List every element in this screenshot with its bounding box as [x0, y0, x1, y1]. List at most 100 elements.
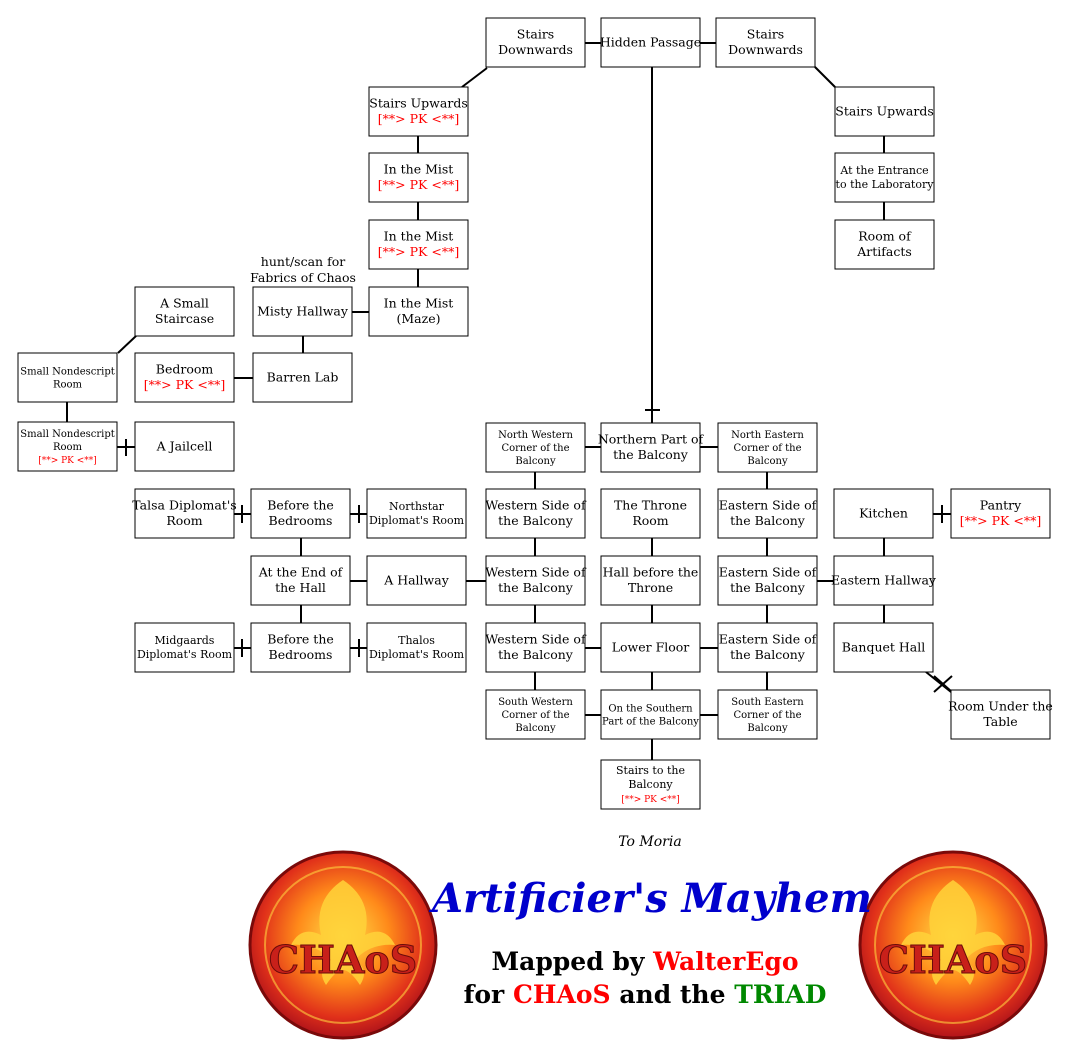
room-box — [134, 286, 235, 337]
room-label: In the Mist — [384, 229, 454, 244]
room-label: A Jailcell — [156, 438, 213, 453]
room-pantry: Pantry[**> PK <**] — [950, 488, 1051, 539]
pk-warning: [**> PK <**] — [144, 377, 225, 392]
room-label: the Balcony — [498, 580, 574, 595]
room-label: Midgaards — [155, 634, 215, 647]
room-box — [368, 152, 469, 203]
pk-warning: [**> PK <**] — [960, 513, 1041, 528]
room-label: Downwards — [728, 42, 803, 57]
room-label: In the Mist — [384, 162, 454, 177]
room-box — [600, 622, 701, 673]
room-label: Stairs to the — [616, 764, 685, 777]
room-box — [134, 421, 235, 472]
room-label: Room — [632, 513, 668, 528]
room-label: Balcony — [515, 456, 556, 467]
room-box — [368, 219, 469, 270]
room-mist-maze: In the Mist(Maze) — [368, 286, 469, 337]
room-stairs-up-w: Stairs Upwards[**> PK <**] — [368, 86, 469, 137]
room-label: Room — [53, 442, 83, 453]
room-box — [485, 488, 586, 539]
room-label: the Balcony — [498, 647, 574, 662]
room-label: Thalos — [398, 634, 435, 647]
room-label: At the End of — [258, 565, 344, 580]
for-label: for — [464, 980, 505, 1009]
room-box — [366, 555, 467, 606]
room-box — [717, 488, 818, 539]
room-label: Before the — [267, 498, 334, 513]
room-label: Artifacts — [856, 244, 912, 259]
room-box — [17, 352, 118, 403]
room-label: Eastern Hallway — [831, 572, 937, 587]
room-label: the Hall — [275, 580, 326, 595]
room-label: Staircase — [155, 311, 214, 326]
room-label: Hidden Passage — [600, 34, 701, 49]
room-label: the Balcony — [730, 580, 806, 595]
and-the-label: and the — [619, 980, 725, 1009]
room-label: Before the — [267, 632, 334, 647]
triad-name: TRIAD — [734, 980, 826, 1009]
mapped-by-line: Mapped by WalterEgo — [491, 947, 798, 976]
room-label: Eastern Side of — [719, 498, 818, 513]
room-label: Small Nondescript — [20, 429, 115, 440]
room-box — [950, 689, 1051, 740]
phoenix-icon — [291, 880, 395, 985]
room-label: Balcony — [747, 723, 788, 734]
room-label: Room Under the — [948, 699, 1053, 714]
room-banquet-hall: Banquet Hall — [833, 622, 934, 673]
room-bedroom: Bedroom[**> PK <**] — [134, 352, 235, 403]
room-label: to the Laboratory — [836, 178, 935, 191]
room-box — [485, 689, 586, 740]
room-label: Misty Hallway — [257, 303, 349, 318]
room-box — [134, 352, 235, 403]
room-label: Balcony — [747, 456, 788, 467]
logo-text: CHAoS — [879, 937, 1027, 982]
author-name: WalterEgo — [652, 947, 798, 976]
room-box — [834, 219, 935, 270]
room-label: the Balcony — [730, 647, 806, 662]
room-box — [834, 152, 935, 203]
chaos-logo-right: CHAoS — [858, 850, 1048, 1040]
logo-text: CHAoS — [269, 937, 417, 982]
room-label: Bedrooms — [269, 513, 333, 528]
room-label: Eastern Side of — [719, 632, 818, 647]
room-stairs-up-e: Stairs Upwards — [834, 86, 935, 137]
room-box — [485, 422, 586, 473]
room-box — [485, 555, 586, 606]
room-label: At the Entrance — [839, 164, 928, 177]
guild-name: CHAoS — [513, 980, 611, 1009]
room-label: Northstar — [389, 500, 445, 513]
room-misty-hallway: Misty Hallway — [252, 286, 353, 337]
room-label: Throne — [628, 580, 673, 595]
room-label: Kitchen — [859, 505, 908, 520]
room-box — [717, 689, 818, 740]
room-box — [600, 422, 701, 473]
room-box — [368, 286, 469, 337]
room-box — [600, 555, 701, 606]
room-label: Small Nondescript — [20, 366, 115, 377]
room-box — [717, 555, 818, 606]
pk-warning: [**> PK <**] — [38, 456, 97, 466]
room-box — [250, 622, 351, 673]
room-label: North Eastern — [731, 430, 804, 441]
